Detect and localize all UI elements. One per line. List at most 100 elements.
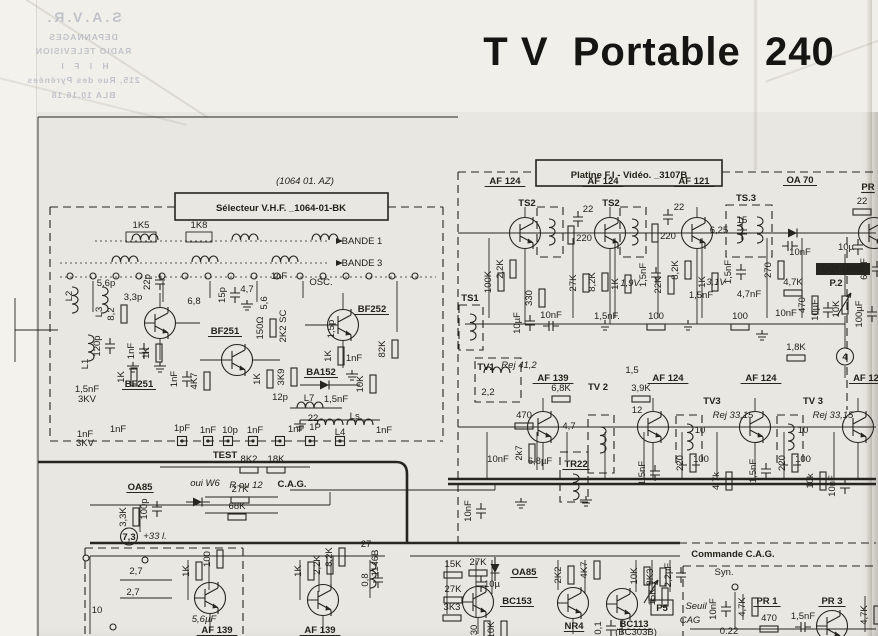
component-symbol: [651, 223, 659, 243]
component-label: (BC303B): [615, 627, 657, 636]
term-symbol: [158, 272, 166, 280]
component-label: 8,2K: [670, 260, 681, 280]
part-label: AF 124: [745, 373, 777, 384]
component-label: 22K: [653, 276, 664, 294]
part-label: OA 70: [786, 175, 813, 186]
component-symbol: [730, 323, 750, 331]
component-label: 330: [524, 290, 535, 306]
component-label: 10µ: [838, 242, 855, 253]
coilh-symbol: [231, 233, 259, 241]
coilv-symbol: [686, 423, 694, 451]
component-label: 10nF: [789, 247, 811, 258]
component-label: 10µF: [512, 312, 523, 334]
component-label: 1K: [116, 371, 127, 383]
ft-symbol: [247, 435, 259, 447]
handwritten-note: Rej 41,2: [501, 360, 537, 371]
component-symbol: [791, 453, 799, 473]
component-label: 6,25: [710, 225, 729, 236]
component-label: 1,5nF: [324, 394, 348, 405]
component-label: 5,6p: [97, 278, 116, 289]
component-label: 100p: [139, 498, 150, 519]
coilv-symbol: [87, 334, 95, 362]
gnd-symbol: [241, 300, 253, 311]
component-symbol: [227, 513, 247, 521]
ft-symbol: [222, 435, 234, 447]
component-symbol: [290, 367, 298, 387]
component-symbol: [567, 225, 575, 245]
coilv-symbol: [469, 313, 477, 341]
transistor-af124-2: [593, 216, 627, 250]
component-label: 4,7K: [783, 277, 803, 288]
coilh-symbol: [316, 418, 344, 426]
component-symbol: [442, 614, 462, 622]
component-symbol: [684, 260, 692, 280]
term-symbol: [66, 272, 74, 280]
component-label: 10nF: [827, 475, 838, 497]
component-label: TV 2: [588, 382, 608, 393]
component-label: TS1: [461, 293, 479, 304]
component-symbol: [659, 567, 667, 587]
coilh-symbol: [346, 418, 374, 426]
component-label: 10p: [222, 425, 238, 436]
part-label: AF 139: [537, 373, 568, 384]
component-symbol: [443, 596, 463, 604]
component-label: 3,3K: [118, 507, 129, 527]
component-label: 0.22: [720, 626, 739, 636]
component-label: 2,2µF: [663, 563, 674, 588]
component-label: 8,2K: [324, 547, 335, 567]
part-label: AF 124: [489, 176, 521, 187]
part-label: PR 1: [756, 596, 778, 607]
component-symbol: [711, 272, 719, 292]
component-symbol: [819, 471, 827, 491]
term-symbol: [319, 272, 327, 280]
component-label: 4: [842, 352, 848, 363]
component-symbol: [573, 211, 583, 227]
component-symbol: [538, 288, 546, 308]
coilv-symbol: [71, 286, 79, 314]
term-symbol: [411, 272, 419, 280]
component-symbol: [500, 620, 508, 636]
component-label: TS2: [518, 198, 535, 209]
component-symbol: [266, 369, 274, 389]
component-label: 8K2: [241, 454, 258, 465]
component-label: 4,7K: [859, 605, 870, 625]
component-label: 3K3: [645, 569, 656, 586]
component-label: 1,5: [625, 365, 638, 376]
component-label: 2,7: [129, 566, 142, 577]
component-label: 270: [763, 262, 774, 278]
ft-symbol: [334, 435, 346, 447]
term-symbol: [273, 272, 281, 280]
component-label: 3KV: [78, 394, 97, 405]
component-label: 22: [583, 204, 594, 215]
component-symbol: [650, 465, 660, 481]
component-label: 3,3p: [124, 292, 143, 303]
component-label: 10nF: [540, 310, 562, 321]
component-label: 1pF: [174, 423, 191, 434]
paper-crease: [753, 0, 758, 170]
fi-row2-wiring: [458, 398, 876, 479]
component-symbol: [689, 453, 697, 473]
component-label: 1nF: [126, 343, 137, 360]
component-label: L3: [94, 307, 105, 318]
component-label: 1,8K: [786, 342, 806, 353]
component-label: VOLUME: [821, 264, 865, 275]
handwritten-note: +33 l.: [143, 531, 167, 542]
component-label: TS.3: [736, 193, 756, 204]
component-label: C.A.G.: [277, 479, 306, 490]
component-label: 4,7: [562, 421, 575, 432]
component-symbol: [476, 503, 486, 519]
ft-symbol: [304, 435, 316, 447]
component-label: 10µF: [810, 299, 821, 321]
component-label: 2K2 SC: [278, 309, 289, 342]
component-symbol: [551, 395, 571, 403]
component-symbol: [761, 463, 771, 479]
component-label: 30: [469, 625, 480, 636]
component-label: 220: [675, 455, 686, 471]
component-label: 68K: [229, 501, 247, 512]
part-label: BF252: [358, 304, 387, 315]
component-label: 1K5: [133, 220, 150, 231]
component-symbol: [216, 549, 224, 569]
coilh-symbol: [191, 255, 219, 263]
